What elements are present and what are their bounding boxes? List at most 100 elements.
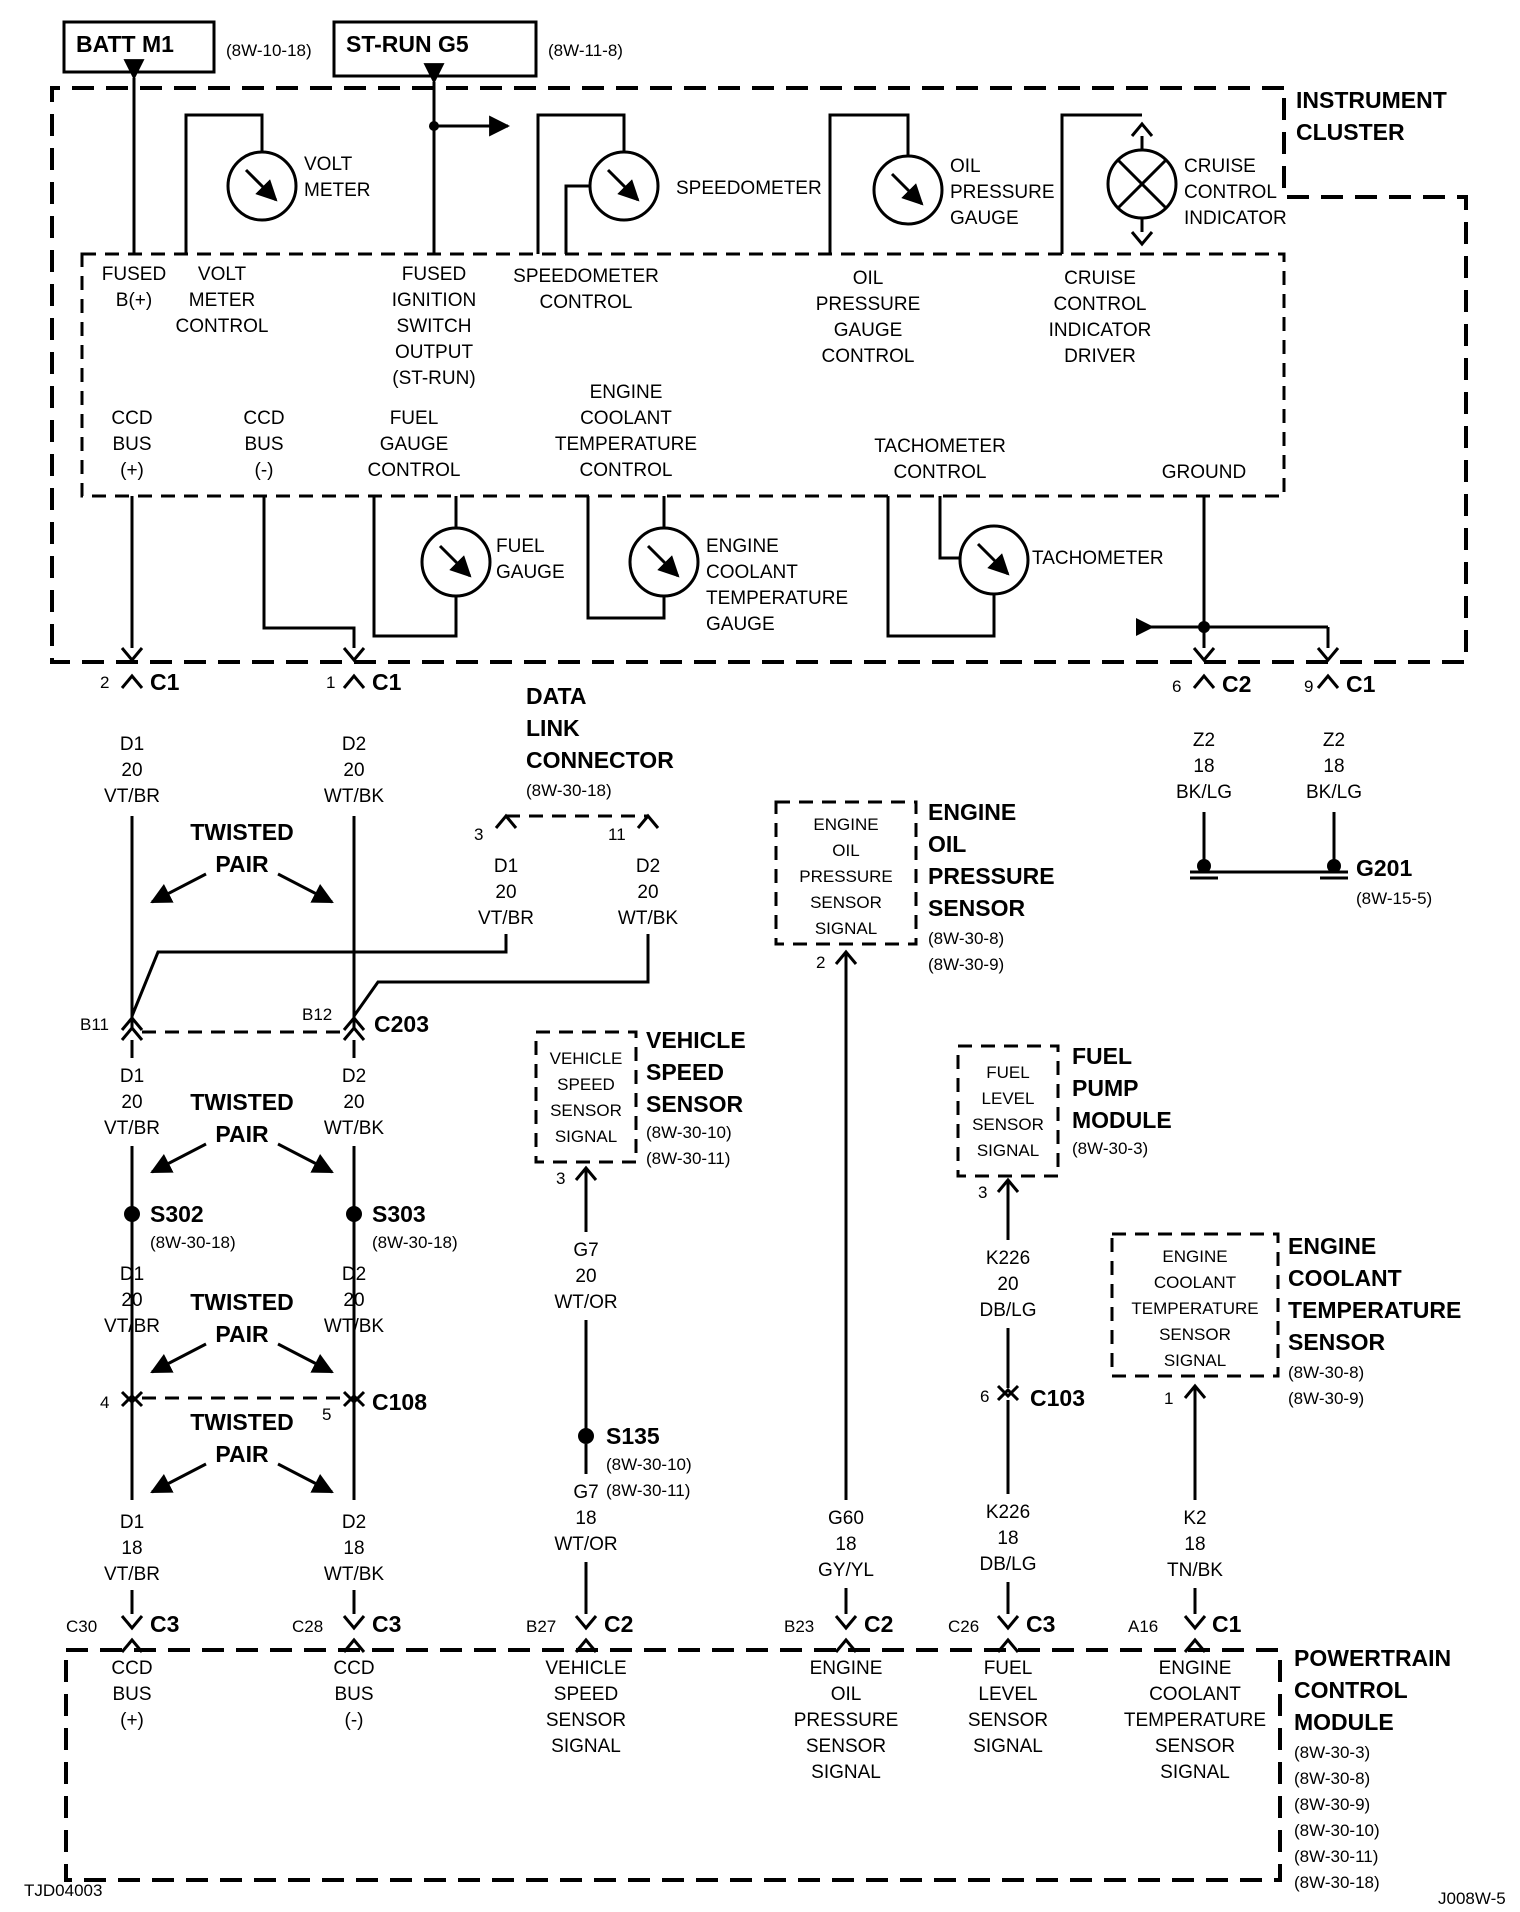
svg-text:3: 3 xyxy=(556,1169,565,1188)
svg-text:BATT M1: BATT M1 xyxy=(76,31,174,57)
svg-text:ENGINE: ENGINE xyxy=(1162,1247,1227,1266)
svg-text:CONTROL: CONTROL xyxy=(176,316,269,337)
svg-text:TEMPERATURE: TEMPERATURE xyxy=(1131,1299,1258,1318)
svg-text:SPEEDOMETER: SPEEDOMETER xyxy=(676,178,822,199)
svg-text:OIL: OIL xyxy=(853,268,884,289)
svg-text:(8W-30-9): (8W-30-9) xyxy=(1294,1795,1370,1814)
svg-text:(+): (+) xyxy=(120,460,144,481)
svg-text:BUS: BUS xyxy=(244,434,283,455)
svg-text:WT/BK: WT/BK xyxy=(324,1564,384,1585)
svg-text:SPEED: SPEED xyxy=(554,1684,618,1705)
cluster-title: INSTRUMENT xyxy=(1296,87,1447,113)
svg-text:PAIR: PAIR xyxy=(215,1321,269,1347)
svg-text:(8W-30-8): (8W-30-8) xyxy=(928,929,1004,948)
fuel-pump-module: FUEL LEVEL SENSOR SIGNAL FUEL PUMP MODUL… xyxy=(956,1043,1172,1202)
svg-text:A16: A16 xyxy=(1128,1617,1158,1636)
svg-text:CLUSTER: CLUSTER xyxy=(1296,119,1405,145)
svg-text:CONTROL: CONTROL xyxy=(1294,1677,1408,1703)
connector-c1-pin2: 2 C1 xyxy=(100,646,180,695)
svg-text:C2: C2 xyxy=(604,1611,633,1637)
batt-source: BATT M1 (8W-10-18) xyxy=(62,20,312,74)
svg-text:CRUISE: CRUISE xyxy=(1184,156,1256,177)
coolant-temperature-gauge: ENGINE COOLANT TEMPERATURE GAUGE xyxy=(586,496,848,635)
svg-text:SIGNAL: SIGNAL xyxy=(973,1736,1043,1757)
svg-text:WT/BK: WT/BK xyxy=(324,1316,384,1337)
svg-text:9: 9 xyxy=(1304,677,1313,696)
svg-text:IGNITION: IGNITION xyxy=(392,290,476,311)
svg-text:PAIR: PAIR xyxy=(215,1441,269,1467)
svg-text:PAIR: PAIR xyxy=(215,851,269,877)
svg-text:20: 20 xyxy=(997,1274,1018,1295)
svg-text:C203: C203 xyxy=(374,1011,429,1037)
svg-text:Z2: Z2 xyxy=(1193,730,1215,751)
svg-text:20: 20 xyxy=(343,760,364,781)
cluster-control-labels-top: FUSED B(+) VOLT METER CONTROL FUSED IGNI… xyxy=(102,264,1152,389)
cruise-indicator-lamp: CRUISE CONTROL INDICATOR xyxy=(1060,113,1287,254)
twisted-pair-label-4: TWISTED PAIR xyxy=(150,1409,334,1494)
svg-text:TWISTED: TWISTED xyxy=(190,1409,294,1435)
connector-c1-pin1: 1 C1 xyxy=(326,646,402,695)
svg-text:18: 18 xyxy=(1184,1534,1205,1555)
ground-wires: Z2 18 BK/LG Z2 18 BK/LG xyxy=(1176,730,1362,880)
svg-text:OIL: OIL xyxy=(831,1684,862,1705)
svg-text:GAUGE: GAUGE xyxy=(950,208,1019,229)
svg-text:ENGINE: ENGINE xyxy=(928,799,1016,825)
svg-text:(8W-30-11): (8W-30-11) xyxy=(606,1481,690,1500)
svg-text:OIL: OIL xyxy=(950,156,981,177)
svg-text:G7: G7 xyxy=(573,1240,598,1261)
svg-text:SIGNAL: SIGNAL xyxy=(811,1762,881,1783)
svg-text:(8W-30-9): (8W-30-9) xyxy=(928,955,1004,974)
svg-text:SENSOR: SENSOR xyxy=(1155,1736,1235,1757)
fuel-gauge: FUEL GAUGE xyxy=(372,496,565,638)
svg-text:SIGNAL: SIGNAL xyxy=(815,919,877,938)
svg-text:(8W-30-18): (8W-30-18) xyxy=(150,1233,236,1252)
svg-text:S135: S135 xyxy=(606,1423,660,1449)
svg-text:(+): (+) xyxy=(120,1710,144,1731)
svg-text:LINK: LINK xyxy=(526,715,580,741)
svg-text:PRESSURE: PRESSURE xyxy=(928,863,1055,889)
svg-text:(8W-30-10): (8W-30-10) xyxy=(1294,1821,1380,1840)
svg-text:SIGNAL: SIGNAL xyxy=(551,1736,621,1757)
svg-text:C1: C1 xyxy=(372,669,402,695)
svg-text:1: 1 xyxy=(326,673,335,692)
fuel-sensor-wire: K226 20 DB/LG 6 C103 K226 18 DB/LG xyxy=(979,1180,1085,1614)
svg-text:(8W-30-8): (8W-30-8) xyxy=(1288,1363,1364,1382)
svg-text:FUEL: FUEL xyxy=(986,1063,1029,1082)
svg-text:C1: C1 xyxy=(1346,671,1376,697)
svg-text:3: 3 xyxy=(978,1183,987,1202)
svg-text:VT/BR: VT/BR xyxy=(104,1118,160,1139)
ccd-wire-labels-mid: D1 20 VT/BR D2 20 WT/BK xyxy=(104,1066,384,1139)
svg-text:SENSOR: SENSOR xyxy=(972,1115,1044,1134)
svg-text:FUSED: FUSED xyxy=(402,264,466,285)
svg-text:VEHICLE: VEHICLE xyxy=(646,1027,746,1053)
svg-text:6: 6 xyxy=(980,1387,989,1406)
svg-text:GY/YL: GY/YL xyxy=(818,1560,874,1581)
svg-text:TEMPERATURE: TEMPERATURE xyxy=(1124,1710,1266,1731)
voltmeter-gauge: VOLT METER xyxy=(184,113,371,254)
svg-text:SENSOR: SENSOR xyxy=(968,1710,1048,1731)
svg-text:D1: D1 xyxy=(120,734,144,755)
footer-left: TJD04003 xyxy=(24,1881,102,1900)
svg-text:ENGINE: ENGINE xyxy=(1288,1233,1376,1259)
data-link-connector: DATA LINK CONNECTOR (8W-30-18) 3 11 D1 2… xyxy=(130,683,678,1017)
pcm-connectors: C30 C3 C28 C3 B27 C2 B23 C2 C26 C3 A16 C… xyxy=(66,1611,1242,1654)
svg-text:CONTROL: CONTROL xyxy=(894,462,987,483)
svg-text:D1: D1 xyxy=(120,1512,144,1533)
svg-text:DATA: DATA xyxy=(526,683,586,709)
svg-text:20: 20 xyxy=(575,1266,596,1287)
svg-text:BK/LG: BK/LG xyxy=(1176,782,1232,803)
svg-text:LEVEL: LEVEL xyxy=(982,1089,1035,1108)
svg-text:COOLANT: COOLANT xyxy=(580,408,672,429)
svg-text:SENSOR: SENSOR xyxy=(928,895,1026,921)
svg-text:18: 18 xyxy=(1193,756,1214,777)
pcm-title: POWERTRAIN CONTROL MODULE (8W-30-3) (8W-… xyxy=(1294,1645,1451,1892)
svg-text:(8W-30-11): (8W-30-11) xyxy=(1294,1847,1378,1866)
svg-text:POWERTRAIN: POWERTRAIN xyxy=(1294,1645,1451,1671)
svg-text:FUEL: FUEL xyxy=(984,1658,1033,1679)
svg-text:TWISTED: TWISTED xyxy=(190,1089,294,1115)
svg-text:(8W-30-9): (8W-30-9) xyxy=(1288,1389,1364,1408)
svg-text:SENSOR: SENSOR xyxy=(1159,1325,1231,1344)
svg-text:VT/BR: VT/BR xyxy=(104,1316,160,1337)
oil-pressure-gauge: OIL PRESSURE GAUGE xyxy=(828,113,1055,254)
svg-text:G7: G7 xyxy=(573,1482,598,1503)
